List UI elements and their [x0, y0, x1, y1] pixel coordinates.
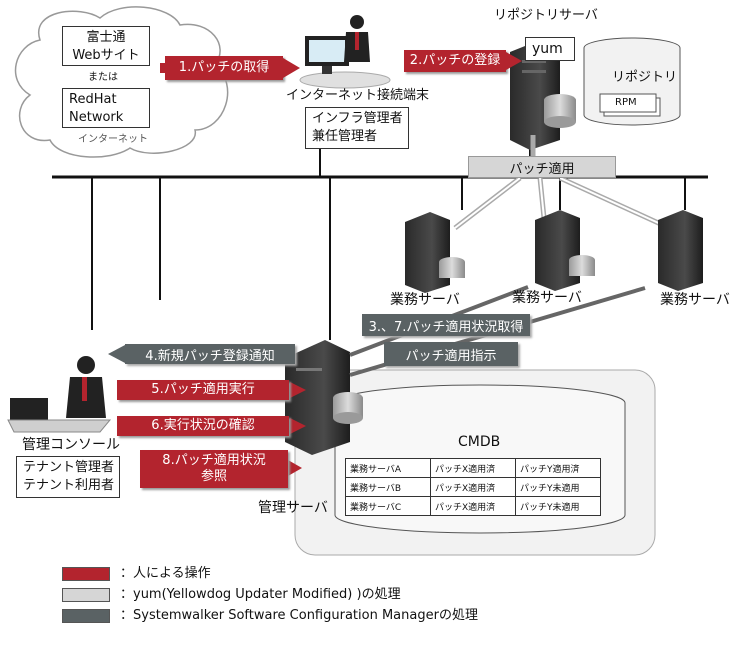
cmdb-cell: パッチY未適用: [515, 496, 601, 516]
business-server-2: [535, 210, 595, 291]
console-operator: [7, 356, 112, 433]
fujitsu-website-box: 富士通 Webサイト: [62, 26, 150, 66]
step4-new-patch-notify: 4.新規パッチ登録通知: [125, 344, 295, 364]
step6-check-status: 6.実行状況の確認: [117, 416, 289, 436]
legend-swatch-systemwalker: [62, 609, 110, 623]
management-server-label: 管理サーバ: [258, 500, 328, 516]
internet-terminal-label: インターネット接続端末: [286, 88, 430, 103]
internet-label: インターネット: [78, 134, 148, 145]
step2-register-patch: 2.パッチの登録: [404, 50, 506, 72]
business-server-label-1: 業務サーバ: [390, 292, 460, 308]
repository-server-label: リポジトリサーバ: [494, 8, 598, 23]
table-row: 業務サーバC パッチX適用済 パッチY未適用: [345, 496, 601, 516]
yum-box: yum: [525, 37, 575, 61]
rpm-label: RPM: [615, 97, 637, 108]
tenant-users-box: テナント管理者 テナント利用者: [16, 456, 120, 498]
step8-view-status: 8.パッチ適用状況 参照: [140, 450, 288, 488]
cmdb-cell: パッチX適用済: [430, 458, 516, 478]
step5-apply-patch: 5.パッチ適用実行: [117, 380, 289, 400]
legend-text-human: ：人による操作: [120, 566, 211, 581]
step3-7-get-status: 3.、7.パッチ適用状況取得: [362, 314, 530, 336]
infra-admin-box: インフラ管理者 兼任管理者: [305, 107, 409, 149]
cmdb-cell: パッチX適用済: [430, 496, 516, 516]
legend-swatch-yum: [62, 588, 110, 602]
redhat-network-box: RedHat Network: [62, 88, 150, 128]
cmdb-cell: パッチY未適用: [515, 477, 601, 497]
business-server-label-3: 業務サーバ: [660, 292, 730, 308]
table-row: 業務サーバB パッチX適用済 パッチY未適用: [345, 477, 601, 497]
cmdb-cell: パッチY適用済: [515, 458, 601, 478]
business-server-3: [658, 210, 703, 291]
patch-apply-instruction: パッチ適用指示: [384, 342, 518, 366]
legend-text-yum: ：yum(Yellowdog Updater Modified) )の処理: [120, 587, 401, 602]
repository-label: リポジトリ: [612, 70, 678, 85]
business-server-label-2: 業務サーバ: [512, 290, 582, 306]
or-label: または: [88, 72, 118, 83]
cmdb-label: CMDB: [458, 434, 501, 450]
patch-apply-box: パッチ適用: [468, 156, 616, 178]
repository-server: [510, 37, 681, 150]
cmdb-cell: 業務サーバB: [345, 477, 431, 497]
business-server-1: [405, 212, 465, 293]
cmdb-cell: 業務サーバA: [345, 458, 431, 478]
legend-text-systemwalker: ：Systemwalker Software Configuration Man…: [120, 608, 478, 623]
internet-terminal-pc: [299, 15, 391, 89]
cmdb-cell: 業務サーバC: [345, 496, 431, 516]
table-row: 業務サーバA パッチX適用済 パッチY適用済: [345, 458, 601, 478]
step1-get-patch: 1.パッチの取得: [165, 56, 283, 80]
legend-swatch-human: [62, 567, 110, 581]
cmdb-cell: パッチX適用済: [430, 477, 516, 497]
console-label: 管理コンソール: [22, 437, 120, 453]
cmdb-table: 業務サーバA パッチX適用済 パッチY適用済 業務サーバB パッチX適用済 パッ…: [345, 458, 601, 516]
